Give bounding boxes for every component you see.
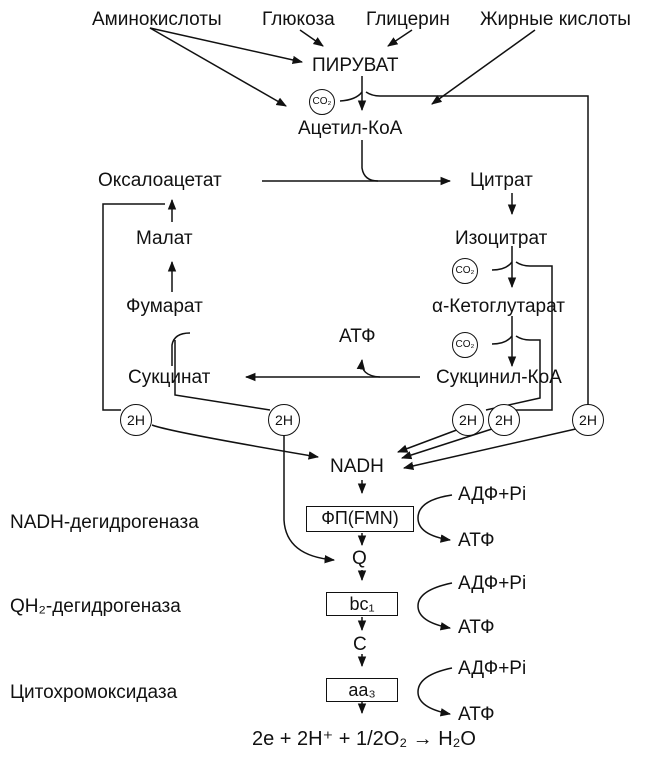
adp-pi-label-1: АДФ+Pi xyxy=(458,484,527,505)
wire-2h-pyruvate xyxy=(365,91,589,410)
metabolite-ketoglutarate: α-Кетоглутарат xyxy=(432,296,565,317)
metabolite-succinate: Сукцинат xyxy=(128,367,211,388)
arrow-succinate-fumarate xyxy=(171,332,191,366)
atp-label-3: АТФ xyxy=(458,704,495,725)
arc-phosphorylation-3 xyxy=(417,667,453,717)
arrow-amino-acetylcoa xyxy=(149,27,287,107)
carrier-c: C xyxy=(353,634,367,655)
cycle-atp: АТФ xyxy=(339,326,376,347)
carrier-q: Q xyxy=(352,548,367,569)
co2-branch-pyruvate xyxy=(339,91,363,102)
co2-circle-pyruvate: CO₂ xyxy=(309,89,335,115)
arrow-2h-right-nadh xyxy=(402,427,581,471)
hydrogen-circle-isocitrate: 2H xyxy=(452,404,484,436)
source-fatty-acids: Жирные кислоты xyxy=(480,9,631,30)
adp-pi-label-2: АДФ+Pi xyxy=(458,573,527,594)
metabolite-malate: Малат xyxy=(136,228,193,249)
arrow-glucose-pyruvate xyxy=(299,29,324,47)
arc-phosphorylation-1 xyxy=(417,494,453,543)
atp-label-1: АТФ xyxy=(458,530,495,551)
metabolite-oxaloacetate: Оксалоацетат xyxy=(98,170,222,191)
complex-bc1: bc₁ xyxy=(326,592,398,616)
wire-2h-ketoglutarate xyxy=(485,335,541,411)
wire-2h-succinate xyxy=(174,340,271,411)
hydrogen-circle-succinate: 2H xyxy=(268,404,300,436)
arrow-amino-pyruvate xyxy=(149,27,304,65)
arrow-glycerol-pyruvate xyxy=(387,29,413,47)
co2-branch-ketoglutarate xyxy=(491,335,513,345)
arrow-fatty-acetylcoa xyxy=(431,29,536,105)
hydrogen-circle-malate: 2H xyxy=(120,404,152,436)
arrow-2h-mid2-nadh xyxy=(401,427,496,460)
source-glycerol: Глицерин xyxy=(366,9,450,30)
metabolite-acetyl-coa: Ацетил-КоА xyxy=(298,118,403,139)
arrow-2h-left-nadh xyxy=(151,424,320,460)
source-glucose: Глюкоза xyxy=(262,9,335,30)
metabolite-nadh: NADH xyxy=(330,456,384,477)
source-amino-acids: Аминокислоты xyxy=(92,9,222,30)
metabolite-fumarate: Фумарат xyxy=(126,296,203,317)
arrow-acetylcoa-citrate xyxy=(361,140,379,182)
co2-circle-isocitrate: CO₂ xyxy=(452,258,478,284)
adp-pi-label-3: АДФ+Pi xyxy=(458,658,527,679)
co2-branch-isocitrate xyxy=(491,261,513,271)
complex-fp-fmn: ФП(FMN) xyxy=(306,506,414,532)
enzyme-cytochrome-oxidase: Цитохромоксидаза xyxy=(10,682,178,703)
metabolite-succinyl-coa: Сукцинил-КоА xyxy=(436,367,562,388)
arrow-atp-branch xyxy=(356,358,381,378)
co2-circle-ketoglutarate: CO₂ xyxy=(452,332,478,358)
metabolite-citrate: Цитрат xyxy=(470,170,533,191)
wire-2h-malate xyxy=(102,203,165,411)
arrow-2h-succinate-q xyxy=(283,432,336,564)
metabolite-pyruvate: ПИРУВАТ xyxy=(312,55,399,76)
complex-aa3: aa₃ xyxy=(326,678,398,702)
hydrogen-circle-pyruvate: 2H xyxy=(572,404,604,436)
metabolite-isocitrate: Изоцитрат xyxy=(455,228,548,249)
arc-phosphorylation-2 xyxy=(417,582,453,631)
final-reaction: 2e + 2H⁺ + 1/2O₂ → H₂O xyxy=(252,728,476,750)
enzyme-qh2-dehydrogenase: QH₂-дегидрогеназа xyxy=(10,596,181,617)
enzyme-nadh-dehydrogenase: NADH-дегидрогеназа xyxy=(10,512,199,533)
wire-2h-isocitrate xyxy=(508,261,553,411)
hydrogen-circle-ketoglutarate: 2H xyxy=(488,404,520,436)
arrow-2h-mid-nadh xyxy=(397,427,463,453)
atp-label-2: АТФ xyxy=(458,617,495,638)
